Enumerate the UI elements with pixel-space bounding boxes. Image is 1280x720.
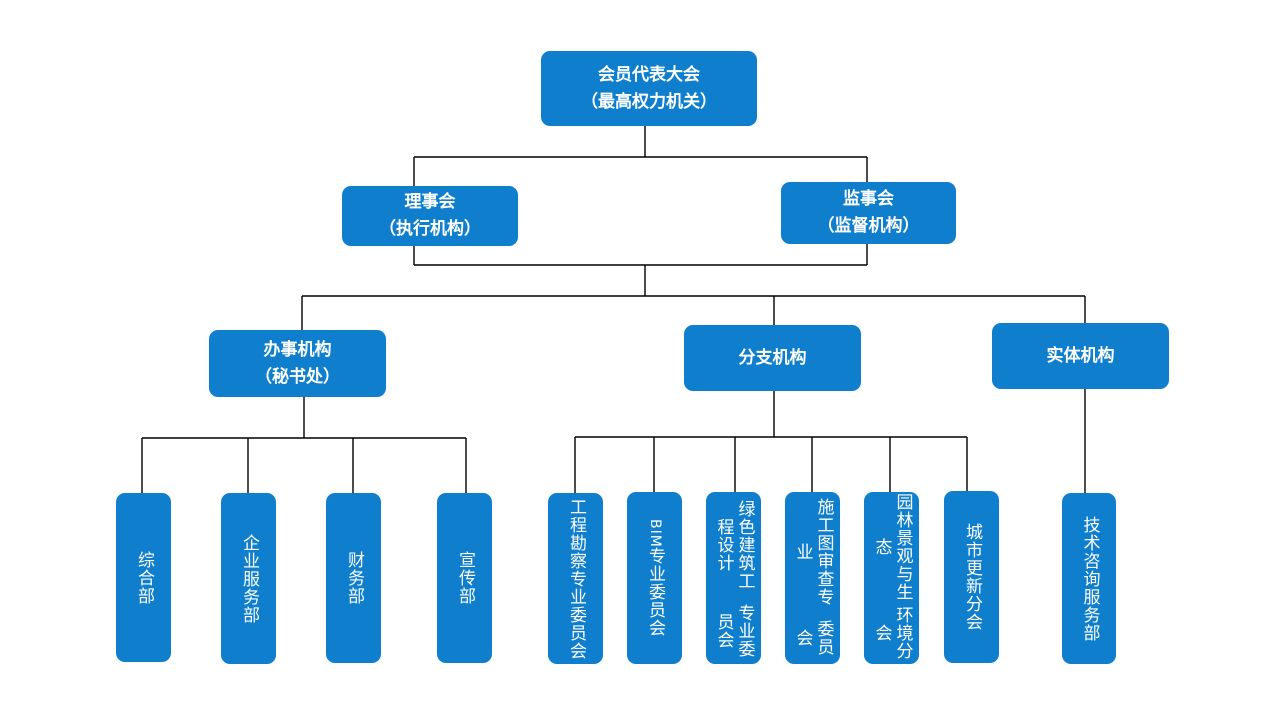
- council-node: 理事会 （执行机构）: [342, 186, 518, 246]
- supervisors-node: 监事会 （监督机构）: [781, 182, 956, 244]
- root-subtitle: （最高权力机关）: [581, 91, 717, 112]
- office-dept-publicity: 宣传部: [437, 493, 492, 663]
- office-subtitle: （秘书处）: [255, 366, 340, 387]
- office-dept-enterprise-service: 企业服务部: [221, 493, 276, 664]
- branch-unit-col1: 城市更新分会: [962, 523, 982, 631]
- supervisors-title: 监事会: [843, 189, 894, 209]
- branch-unit-bim: BIM 专业委员会: [627, 492, 682, 664]
- branch-unit-col1: 绿色建筑工程设计: [713, 499, 755, 590]
- branch-unit-urban-renewal: 城市更新分会: [944, 491, 999, 663]
- branch-unit-green-building: 绿色建筑工程设计 专业委员会: [706, 492, 761, 664]
- office-node: 办事机构 （秘书处）: [209, 330, 386, 397]
- branch-unit-col1: 园林景观与生态: [871, 492, 913, 601]
- branch-unit-col2: 专业委员会: [645, 547, 665, 638]
- entity-unit-label: 技术咨询服务部: [1079, 515, 1100, 642]
- entity-node: 实体机构: [992, 323, 1169, 389]
- branch-unit-landscape: 园林景观与生态 环境分会: [864, 492, 919, 664]
- branch-unit-col2: 环境分会: [871, 605, 913, 660]
- office-dept-label: 宣传部: [455, 551, 475, 605]
- branch-unit-survey: 工程勘察专业 委员会: [548, 493, 603, 664]
- office-dept-general: 综合部: [116, 493, 171, 662]
- root-node: 会员代表大会 （最高权力机关）: [541, 51, 757, 126]
- branch-unit-col1: BIM: [647, 518, 663, 548]
- entity-unit-tech-consulting: 技术咨询服务部: [1062, 493, 1116, 664]
- root-title: 会员代表大会: [598, 64, 700, 85]
- branch-unit-col2: 委员会: [566, 605, 586, 660]
- branch-unit-col1: 工程勘察专业: [566, 497, 586, 606]
- office-dept-label: 综合部: [134, 550, 154, 605]
- council-title: 理事会: [404, 192, 456, 212]
- supervisors-subtitle: （监督机构）: [817, 216, 920, 236]
- branch-unit-col2: 委员会: [792, 620, 834, 657]
- office-title: 办事机构: [263, 339, 332, 360]
- council-subtitle: （执行机构）: [379, 219, 481, 239]
- branch-unit-col2: 专业委员会: [713, 603, 755, 658]
- entity-title: 实体机构: [1046, 345, 1115, 366]
- branch-unit-drawing-review: 施工图审查专业 委员会: [785, 492, 840, 664]
- branch-title: 分支机构: [738, 347, 807, 368]
- office-dept-label: 财务部: [344, 551, 364, 605]
- branch-unit-col1: 施工图审查专业: [792, 498, 834, 607]
- office-dept-finance: 财务部: [326, 493, 381, 663]
- office-dept-label: 企业服务部: [239, 533, 259, 624]
- branch-node: 分支机构: [684, 325, 861, 391]
